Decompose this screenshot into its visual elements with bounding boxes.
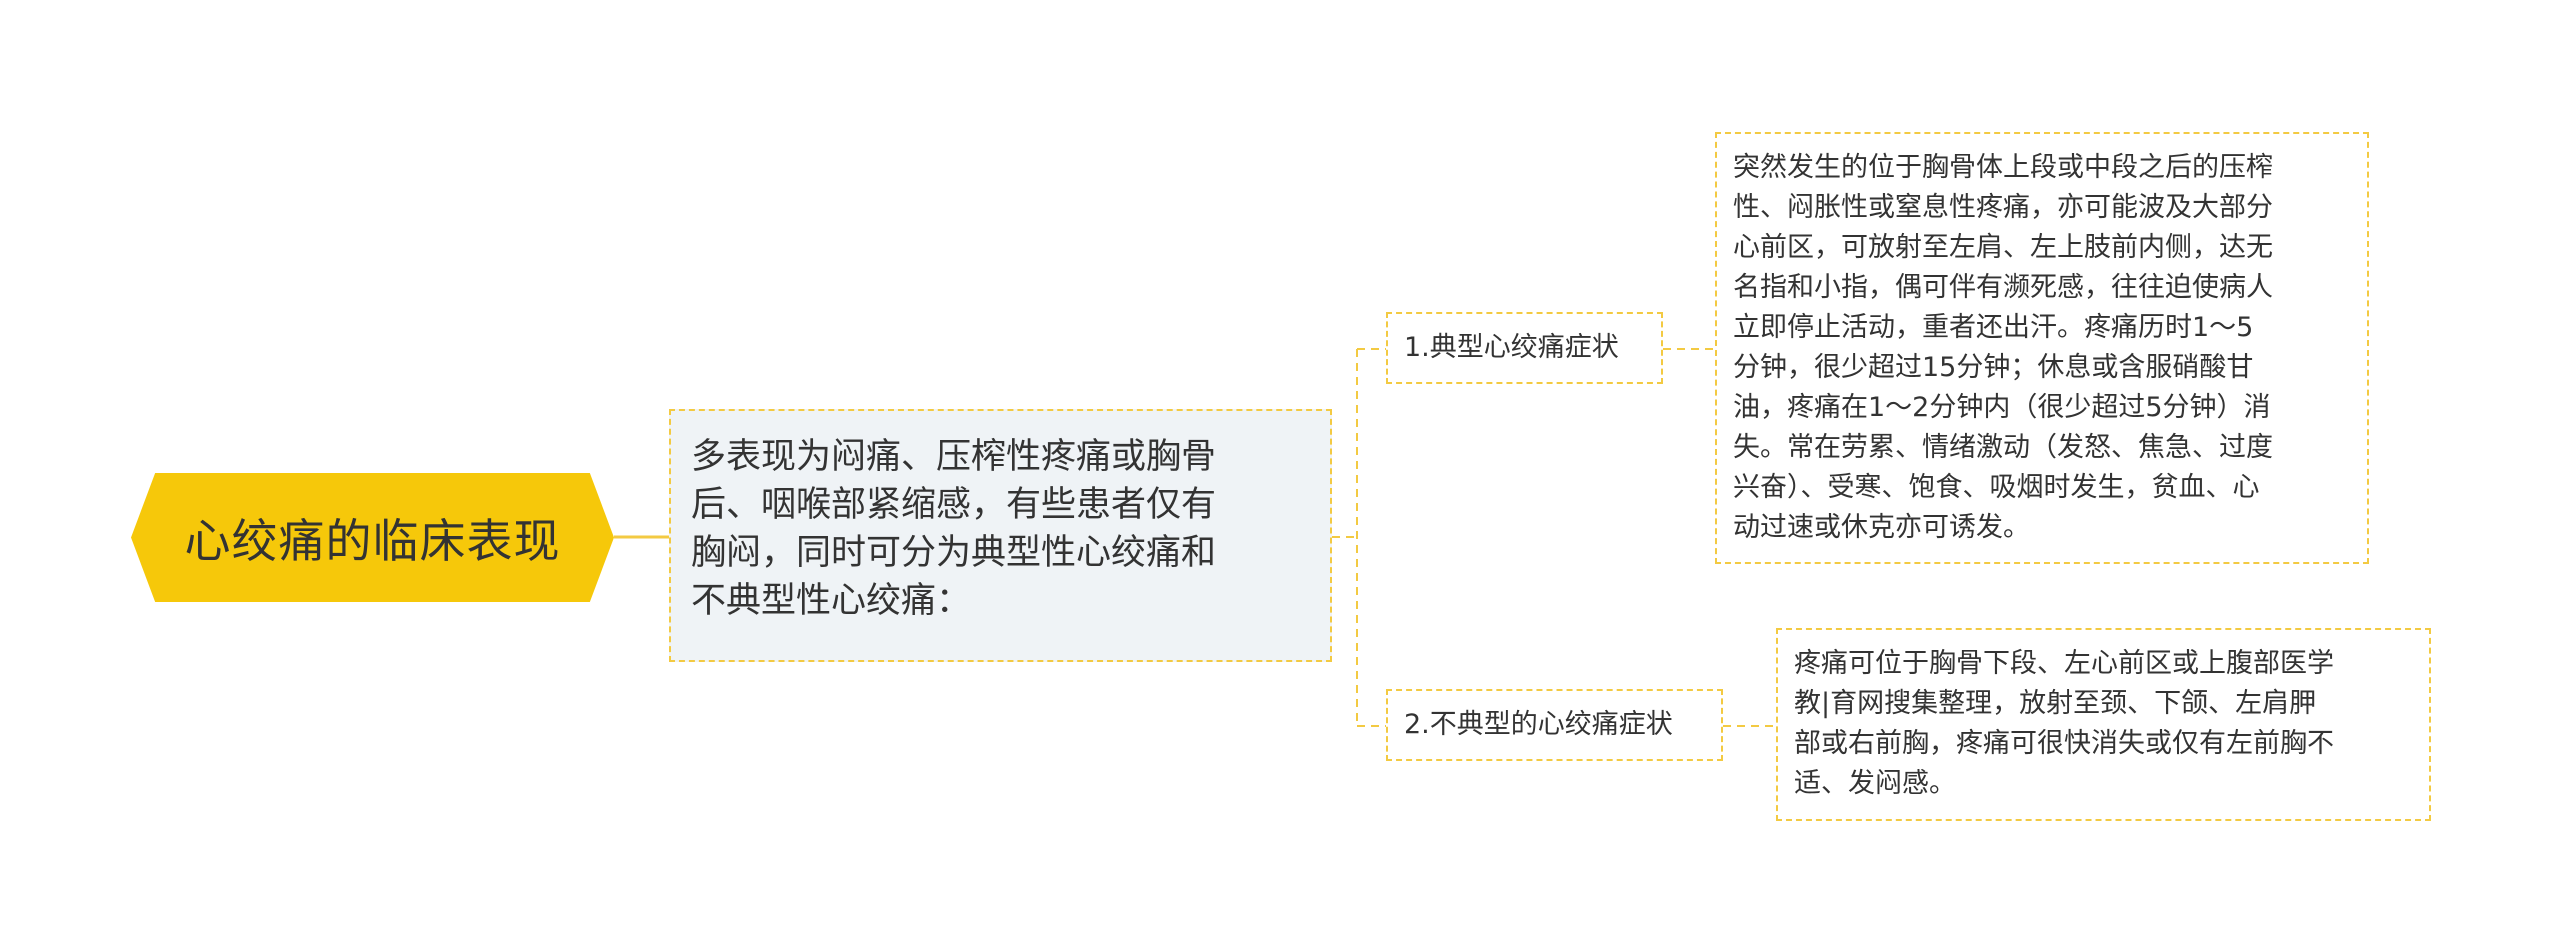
- summary-line: 胸闷，同时可分为典型性心绞痛和: [691, 533, 1217, 573]
- detail-atypical-angina[interactable]: 疼痛可位于胸骨下段、左心前区或上腹部医学 教|育网搜集整理，放射至颈、下颌、左肩…: [1776, 628, 2431, 821]
- detail-line: 立即停止活动，重者还出汗。疼痛历时1～5: [1733, 312, 2254, 343]
- detail-line: 油，疼痛在1～2分钟内（很少超过5分钟）消: [1733, 392, 2271, 423]
- summary-node[interactable]: 多表现为闷痛、压榨性疼痛或胸骨 后、咽喉部紧缩感，有些患者仅有 胸闷，同时可分为…: [669, 409, 1332, 662]
- summary-line: 不典型性心绞痛：: [691, 581, 972, 621]
- detail-line: 性、闷胀性或窒息性疼痛，亦可能波及大部分: [1733, 192, 2273, 223]
- connector-summary-branches: [1332, 348, 1386, 727]
- branch-atypical-angina[interactable]: 2.不典型的心绞痛症状: [1386, 689, 1723, 761]
- detail-typical-angina[interactable]: 突然发生的位于胸骨体上段或中段之后的压榨 性、闷胀性或窒息性疼痛，亦可能波及大部…: [1715, 132, 2369, 564]
- detail-line: 失。常在劳累、情绪激动（发怒、焦急、过度: [1733, 432, 2273, 463]
- detail-line: 心前区，可放射至左肩、左上肢前内侧，达无: [1733, 232, 2273, 263]
- summary-line: 后、咽喉部紧缩感，有些患者仅有: [691, 485, 1217, 525]
- detail-line: 名指和小指，偶可伴有濒死感，往往迫使病人: [1733, 272, 2273, 303]
- root-title: 心绞痛的临床表现: [184, 513, 561, 568]
- detail-line: 突然发生的位于胸骨体上段或中段之后的压榨: [1733, 152, 2273, 183]
- detail-line: 教|育网搜集整理，放射至颈、下颌、左肩胛: [1794, 688, 2317, 719]
- detail-line: 兴奋）、受寒、饱食、吸烟时发生，贫血、心: [1733, 472, 2260, 503]
- detail-line: 动过速或休克亦可诱发。: [1733, 512, 2030, 543]
- summary-line: 多表现为闷痛、压榨性疼痛或胸骨: [691, 437, 1217, 477]
- root-topic[interactable]: 心绞痛的临床表现: [131, 473, 614, 602]
- detail-line: 分钟，很少超过15分钟；休息或含服硝酸甘: [1733, 352, 2254, 383]
- detail-line: 部或右前胸，疼痛可很快消失或仅有左前胸不: [1794, 728, 2334, 759]
- branch-typical-angina[interactable]: 1.典型心绞痛症状: [1386, 312, 1663, 384]
- branch-label: 1.典型心绞痛症状: [1404, 332, 1619, 363]
- branch-label: 2.不典型的心绞痛症状: [1404, 709, 1673, 740]
- detail-line: 适、发闷感。: [1794, 768, 1956, 799]
- detail-line: 疼痛可位于胸骨下段、左心前区或上腹部医学: [1794, 648, 2334, 679]
